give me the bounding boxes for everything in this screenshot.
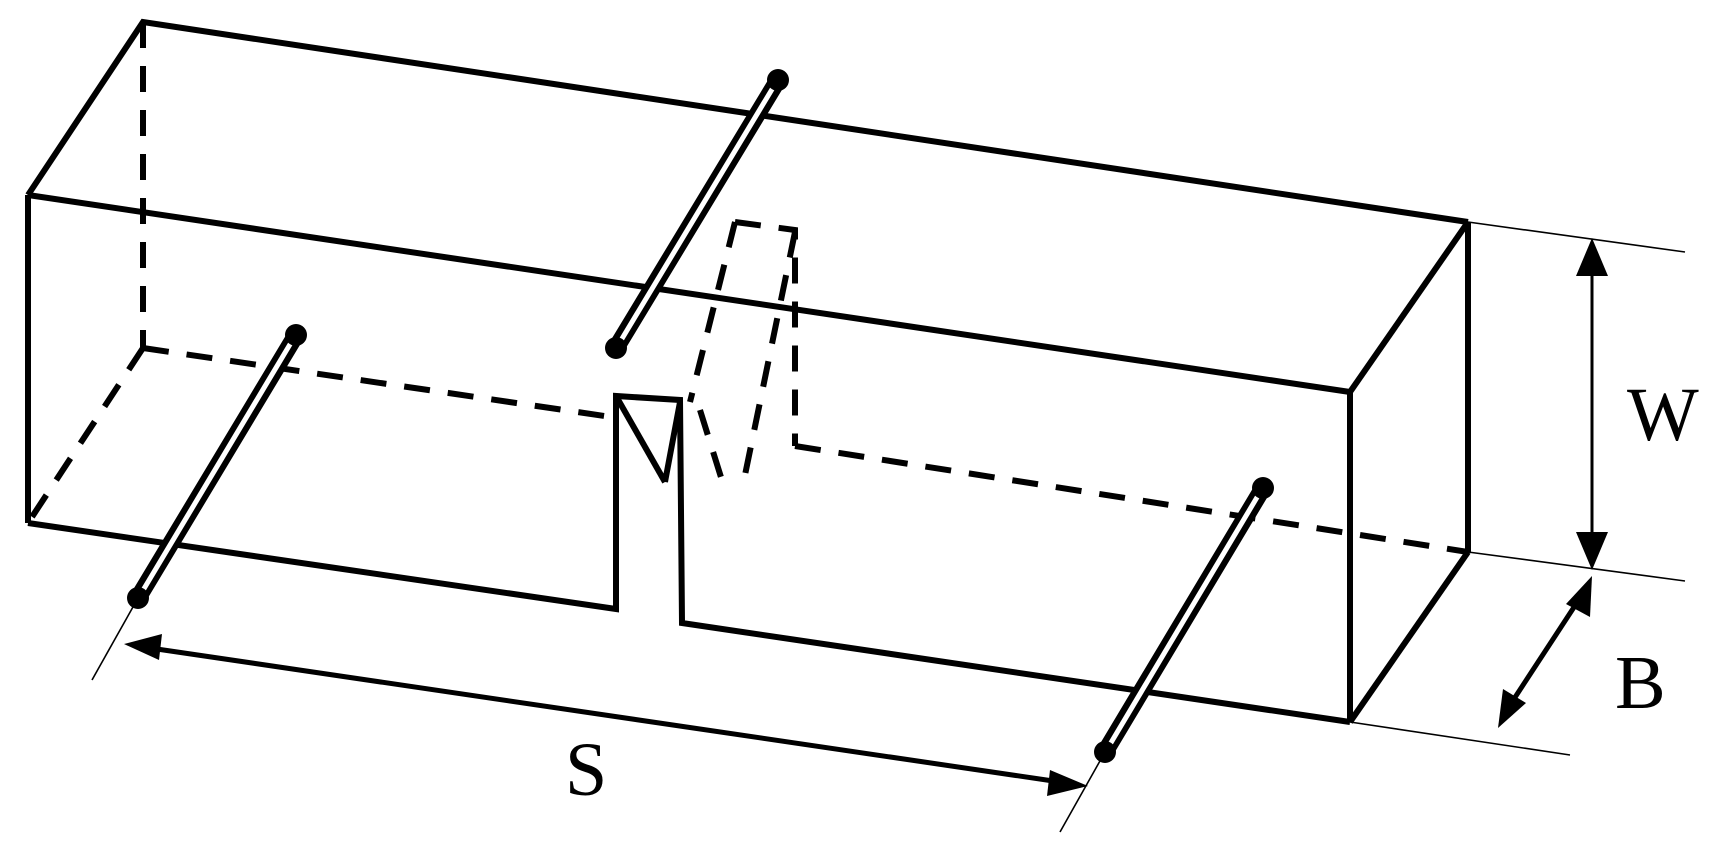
hidden-notch-back-diagonal: [742, 231, 798, 476]
extension-line-top: [1467, 221, 1686, 253]
dimension-width-arrow-top: [1576, 238, 1608, 276]
notch-bottom-edge: [662, 401, 683, 483]
right-support-pin: [1094, 477, 1274, 763]
hidden-notch-back-bottom: [697, 409, 728, 491]
beam-front-top-edge: [27, 192, 1351, 395]
hidden-notch-back-left-edge: [687, 221, 738, 403]
hidden-back-bottom-edge-right: [794, 443, 1469, 555]
dimension-span: S: [124, 634, 1088, 812]
extension-lines: [91, 221, 1686, 833]
hidden-notch-back-face: [734, 219, 798, 446]
extension-line-bottom-front: [1349, 721, 1571, 756]
dimension-span-arrow-left: [124, 634, 162, 660]
dimension-depth-label: B: [1615, 641, 1666, 725]
dimension-depth-arrow-top: [1566, 576, 1592, 617]
dimension-span-label: S: [565, 728, 607, 812]
hidden-left-bottom-depth-edge: [25, 346, 146, 525]
dimension-width-arrow-bottom: [1576, 532, 1608, 570]
hidden-back-bottom-edge-left: [142, 345, 619, 421]
extension-line-bottom-back: [1467, 551, 1686, 582]
dimension-width: W: [1576, 238, 1699, 570]
beam-right-top-depth-edge: [1347, 220, 1471, 394]
extension-line-right-pin: [1059, 751, 1106, 833]
dimension-depth-arrow-bottom: [1498, 689, 1526, 728]
support-pins: [127, 69, 1274, 763]
beam-front-bottom-edge-left: [27, 392, 1351, 725]
dimension-depth: B: [1498, 576, 1666, 728]
loading-pin-top: [605, 69, 789, 359]
left-support-pin: [127, 324, 307, 609]
dimension-span-line: [149, 645, 1061, 785]
notch-diagonal-edge: [613, 394, 668, 484]
dimension-depth-line: [1507, 596, 1583, 707]
dimension-width-label: W: [1627, 373, 1699, 457]
beam-right-bottom-depth-edge: [1347, 550, 1471, 724]
extension-line-left-pin: [91, 597, 139, 681]
beam-hidden-edges: [25, 22, 1469, 555]
dimension-span-arrow-right: [1047, 770, 1088, 796]
